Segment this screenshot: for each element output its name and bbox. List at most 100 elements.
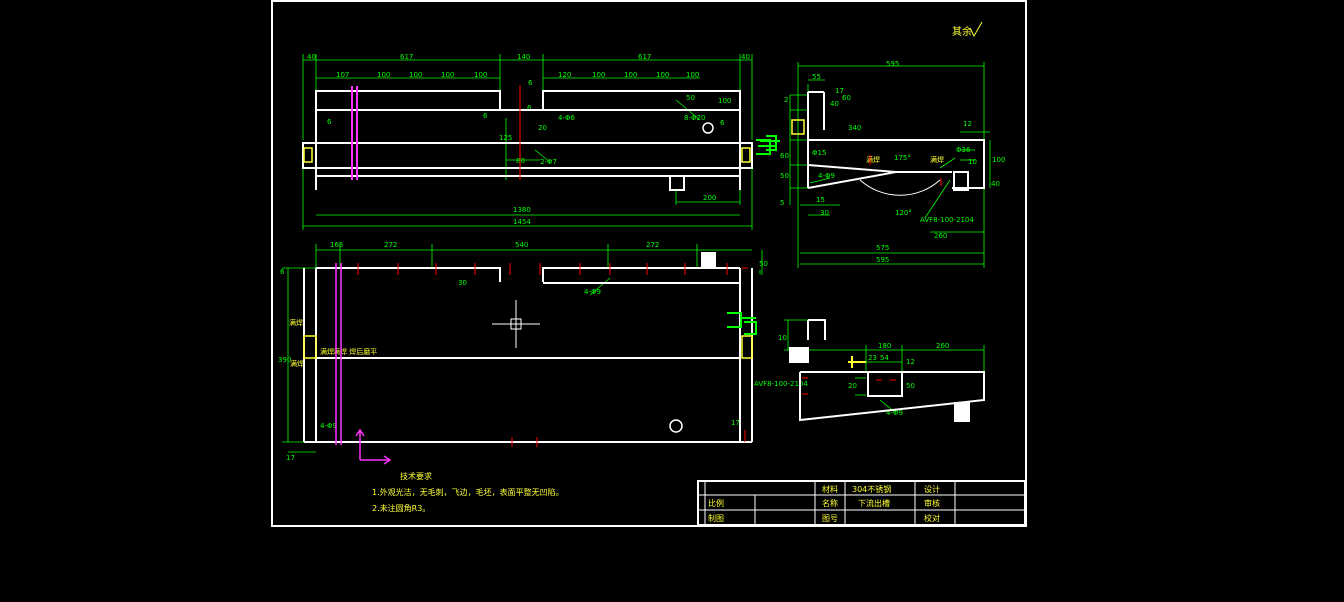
side-dim-40b: 40 [991,180,1000,188]
side-dim-260: 260 [934,232,947,240]
side-dim-120: 120° [895,209,912,217]
tb-material-value: 304不锈钢 [852,484,891,494]
sheet-border [271,0,1027,527]
detail-dim-23: 23 [868,354,877,362]
tb-name-value: 下流出槽 [858,498,890,508]
hole-dim-left-1: 107 [336,71,349,79]
tb-scale-label: 比例 [708,498,724,508]
top-dim-1454: 1454 [513,218,531,226]
top-dim-1: 40 [307,53,316,61]
top-dim-6c: 6 [327,118,332,126]
side-dim-30: 30 [820,209,829,217]
hole-dim-right-2: 100 [592,71,605,79]
hole-dim-right-5: 100 [686,71,699,79]
side-dim-phi15: Φ15 [812,149,826,157]
front-dim-165: 165 [330,241,343,249]
center-cross-icon [492,300,540,348]
top-dim-6a: 6 [528,79,533,87]
top-dim-100: 100 [718,97,731,105]
notes-line-1: 1.外观光洁，无毛刺，飞边，毛坯，表面平整无凹陷。 [372,487,564,497]
tb-review-label: 审核 [924,498,940,508]
side-dim-2: 2 [784,96,788,104]
notes-title: 技术要求 [400,471,432,481]
detail-dim-4phi9: 4-Φ9 [886,409,903,417]
side-dim-100: 100 [992,156,1005,164]
tb-check-label: 校对 [924,513,940,523]
side-dim-10: 10 [968,158,977,166]
top-dim-1380: 1380 [513,206,531,214]
side-dim-175: 175° [894,154,911,162]
hole-dim-right-1: 120 [558,71,571,79]
front-view: 165 272 540 272 6 390 50 30 4-Φ9 4-Φ9 17… [278,241,808,465]
front-dim-272a: 272 [384,241,397,249]
top-dim-8phi20: 8-Φ20 [684,114,705,122]
top-dim-2: 617 [400,53,413,61]
hole-dim-left-4: 100 [441,71,454,79]
front-dim-50: 50 [759,260,768,268]
top-dim-20: 20 [538,124,547,132]
tb-drawing-no-label: 图号 [822,514,838,523]
front-dim-6: 6 [280,268,285,276]
hole-dim-right-3: 100 [624,71,637,79]
detail-dim-260: 260 [936,342,949,350]
side-weld: 满焊 [866,155,880,164]
detail-dim-12: 12 [906,358,915,366]
top-dim-5: 40 [741,53,750,61]
hole-dim-left-3: 100 [409,71,422,79]
top-dim-200: 200 [703,194,716,202]
front-dim-540: 540 [515,241,528,249]
side-view: 595 55 17 2 60 40 340 12 Φ15 60 50 4-Φ9 … [760,60,1005,268]
top-dim-6d: 6 [483,112,488,120]
side-weld2: 满焊 [930,155,944,164]
corner-roughness-mark: 其余 [952,25,972,38]
side-dim-60b: 60 [780,152,789,160]
top-dim-6e: 6 [720,119,725,127]
top-dim-4phi6: 4-Φ6 [558,114,575,122]
side-dim-phi36: Φ36 [956,146,971,154]
top-dim-4: 617 [638,53,651,61]
side-dim-50: 50 [780,172,789,180]
front-weld-a: 满焊 [289,318,303,327]
tb-name-label: 名称 [822,498,838,508]
tb-design-label: 设计 [924,484,940,494]
roughness-symbol-icon [969,21,983,38]
front-dim-4phi9b: 4-Φ9 [320,422,337,430]
drain-hole-icon [702,122,714,134]
side-dim-4phi9: 4-Φ9 [818,172,835,180]
top-view: 40 617 140 617 40 107 100 100 100 100 12… [302,53,776,230]
front-dim-17b: 17 [731,419,740,427]
side-dim-340: 340 [848,124,861,132]
hole-dim-right-4: 100 [656,71,669,79]
top-dim-3: 140 [517,53,530,61]
detail-dim-180: 180 [878,342,891,350]
side-dim-40: 40 [830,100,839,108]
side-arc [859,179,941,196]
front-dim-17a: 17 [286,454,295,462]
front-dim-390: 390 [278,356,291,364]
side-dim-15: 15 [816,196,825,204]
side-dim-60: 60 [842,94,851,102]
detail-view: 10 180 260 23 54 12 20 50 4-Φ9 [778,319,985,422]
front-dim-30: 30 [458,279,467,287]
detail-dim-10: 10 [778,334,787,342]
notes-line-2: 2.未注圆角R3。 [372,503,430,513]
front-weld-label: 满焊 焊后磨平 [333,347,377,356]
tb-material-label: 材料 [822,484,838,494]
side-dim-595-top: 595 [886,60,899,68]
front-avf-label: AVF8-100-2104 [754,380,808,388]
front-dim-272b: 272 [646,241,659,249]
front-dim-4phi9a: 4-Φ9 [584,288,601,296]
top-dim-6b: 6 [527,104,532,112]
side-dim-55: 55 [812,73,821,81]
title-block: 材料 304不锈钢 设计 比例 名称 下流出槽 审核 制图 图号 校对 [697,480,1026,526]
top-dim-2phi7: 2-Φ7 [540,158,557,166]
side-dim-595: 595 [876,256,889,264]
top-dim-50: 50 [686,94,695,102]
detail-dim-20: 20 [848,382,857,390]
side-dim-5: 5 [780,199,784,207]
tb-drawing-label: 制图 [708,513,724,523]
side-dim-12: 12 [963,120,972,128]
technical-notes: 技术要求 1.外观光洁，无毛刺，飞边，毛坯，表面平整无凹陷。 2.未注圆角R3。 [372,471,564,513]
detail-dim-54: 54 [880,354,889,362]
